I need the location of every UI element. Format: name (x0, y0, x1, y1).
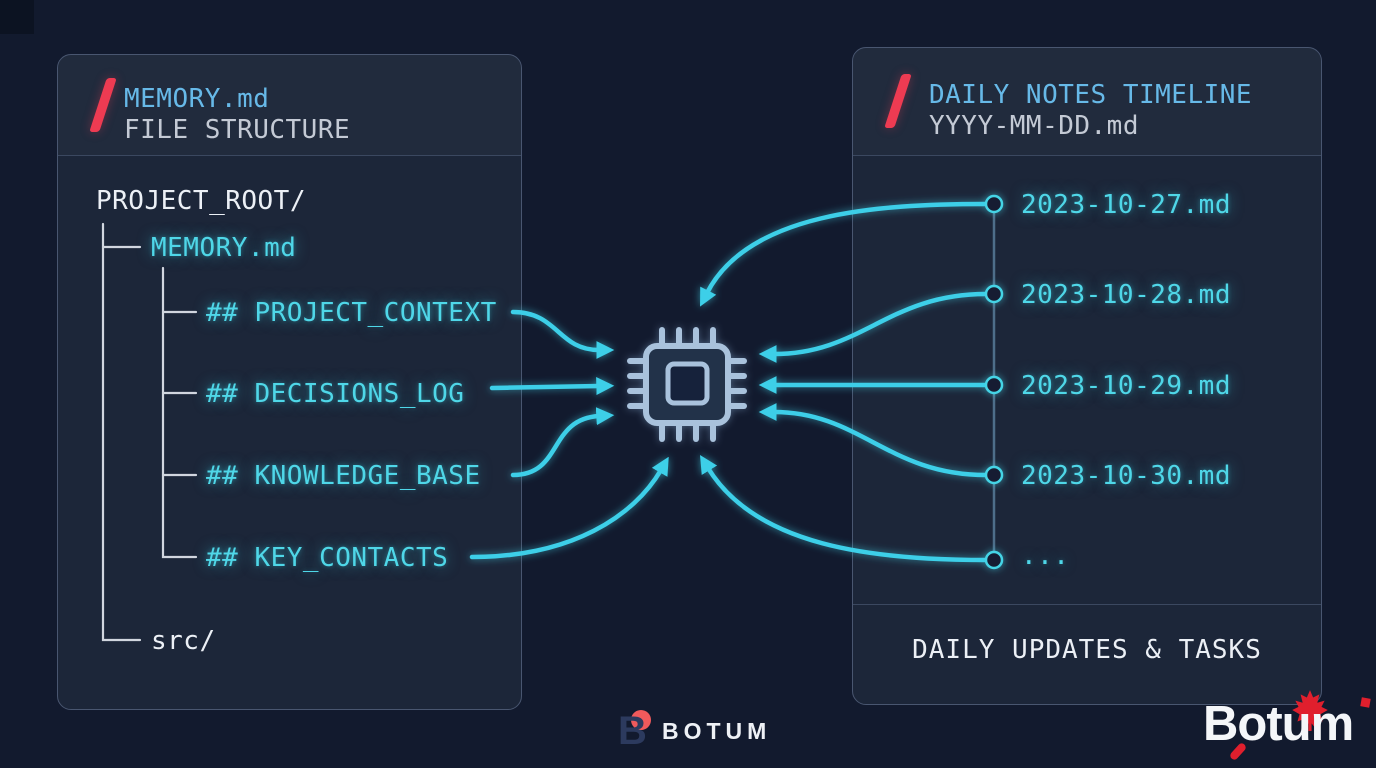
file-structure-header: MEMORY.md FILE STRUCTURE (58, 55, 521, 156)
botum-logo-icon: B (618, 709, 651, 750)
panel-footer-label: DAILY UPDATES & TASKS (912, 635, 1262, 665)
panel-subtitle: YYYY-MM-DD.md (929, 111, 1139, 141)
tree-item-section-decisions-log: ## DECISIONS_LOG (206, 379, 465, 409)
tree-item-section-key-contacts: ## KEY_CONTACTS (206, 543, 449, 573)
panel-title: DAILY NOTES TIMELINE (929, 80, 1253, 110)
daily-notes-header: DAILY NOTES TIMELINE YYYY-MM-DD.md (853, 48, 1321, 156)
panel-subtitle: FILE STRUCTURE (124, 115, 351, 145)
watermark-text: Botum (1203, 697, 1354, 751)
chip-pins (627, 327, 747, 442)
red-square-decoration (1360, 697, 1371, 708)
connector-project-context (510, 309, 615, 359)
slash-icon (884, 74, 912, 128)
tree-item-section-project-context: ## PROJECT_CONTEXT (206, 298, 497, 328)
chip-core (665, 361, 710, 406)
timeline-item-2023-10-27: 2023-10-27.md (1021, 190, 1231, 220)
timeline-item-more: ... (1021, 541, 1070, 571)
panel-title: MEMORY.md (124, 84, 270, 114)
tree-item-project-root: PROJECT_ROOT/ (96, 186, 306, 216)
tree-item-section-knowledge-base: ## KNOWLEDGE_BASE (206, 461, 481, 491)
botum-watermark: Botum (1203, 686, 1375, 766)
slash-icon (89, 78, 117, 132)
tree-item-memory-md: MEMORY.md (151, 233, 297, 263)
maple-leaf-icon (1292, 690, 1328, 731)
tree-item-src: src/ (151, 626, 216, 656)
daily-notes-panel: DAILY NOTES TIMELINE YYYY-MM-DD.md 2023-… (852, 47, 1322, 705)
footer-divider (853, 604, 1321, 605)
svg-text:B: B (618, 709, 647, 750)
timeline-item-2023-10-29: 2023-10-29.md (1021, 371, 1231, 401)
cpu-chip-icon (627, 327, 747, 442)
file-structure-panel: MEMORY.md FILE STRUCTURE PROJECT_ROOT/ M… (57, 54, 522, 710)
timeline-item-2023-10-30: 2023-10-30.md (1021, 461, 1231, 491)
timeline-item-2023-10-28: 2023-10-28.md (1021, 280, 1231, 310)
corner-decoration (0, 0, 34, 34)
botum-logo: B BOTUM (618, 706, 771, 750)
chip-body (643, 343, 731, 426)
botum-wordmark: BOTUM (662, 717, 772, 744)
connector-knowledge-base (510, 407, 615, 478)
